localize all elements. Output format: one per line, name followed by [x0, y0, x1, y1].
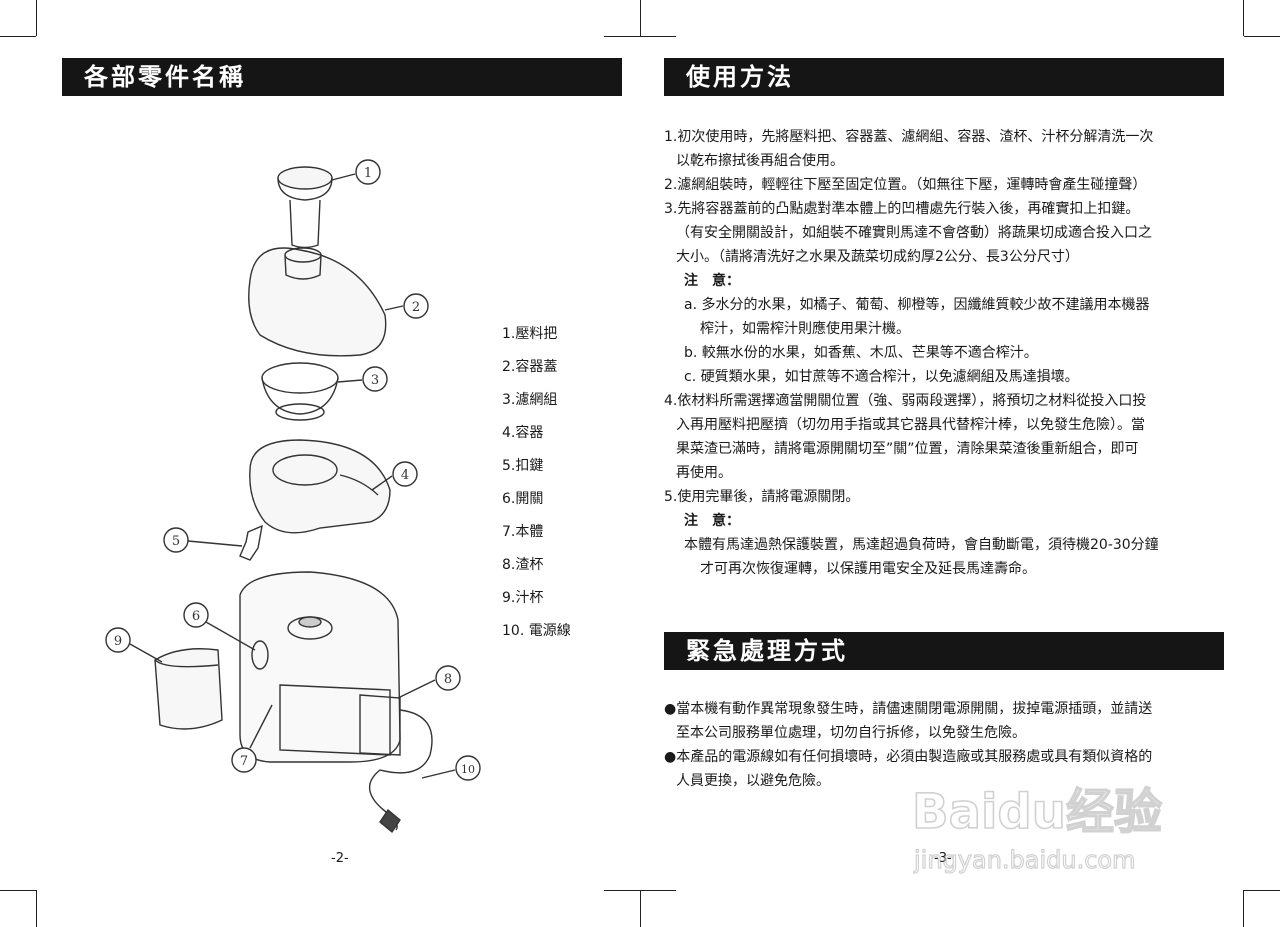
instruction-line: 2.濾網組裝時，輕輕往下壓至固定位置。（如無往下壓，運轉時會產生碰撞聲）	[664, 177, 1147, 193]
crop-mark	[640, 0, 641, 36]
callout-10: 10	[421, 755, 481, 781]
page-number: -2-	[331, 851, 349, 866]
instruction-line: 以乾布擦拭後再組合使用。	[676, 153, 844, 169]
callout-number: 10	[461, 763, 475, 776]
part-item: 10. 電源線	[502, 623, 571, 639]
crop-mark	[1244, 36, 1280, 37]
instruction-line: a. 多水分的水果，如橘子、葡萄、柳橙等，因纖維質較少故不建議用本機器	[684, 297, 1150, 313]
emergency-line: 至本公司服務單位處理，切勿自行拆修，以免發生危險。	[676, 725, 1026, 741]
callout-6: 6	[183, 602, 256, 651]
callout-number: 4	[401, 468, 409, 483]
callout-number: 7	[240, 754, 248, 769]
part-item: 7.本體	[502, 524, 544, 540]
callout-number: 3	[371, 373, 379, 388]
callout-number: 8	[444, 672, 452, 687]
crop-mark	[0, 890, 36, 891]
page-number: -3-	[934, 851, 952, 866]
part-item: 9.汁杯	[502, 590, 544, 606]
instruction-line: 果菜渣已滿時，請將電源開關切至”關”位置，清除果菜渣後重新組合，即可	[676, 441, 1139, 457]
instruction-line: （有安全開關設計，如組裝不確實則馬達不會啓動）將蔬果切成適合投入口之	[676, 225, 1152, 241]
crop-mark	[604, 890, 676, 891]
crop-mark	[604, 36, 676, 37]
part-item: 1.壓料把	[502, 326, 558, 342]
pusher-drawing	[277, 166, 333, 249]
crop-mark	[1243, 890, 1244, 927]
emergency-section-heading: 緊急處理方式	[664, 632, 1224, 670]
part-item: 6.開關	[502, 491, 544, 507]
instruction-line: 本體有馬達過熱保護裝置，馬達超過負荷時，會自動斷電，須待機20-30分鐘	[684, 537, 1159, 553]
crop-mark	[640, 890, 641, 927]
instruction-line: 1.初次使用時，先將壓料把、容器蓋、濾網組、容器、渣杯、汁杯分解清洗一次	[664, 129, 1154, 145]
latch-drawing	[239, 524, 263, 561]
callout-4: 4	[371, 461, 418, 491]
usage-section-heading: 使用方法	[664, 58, 1224, 96]
instruction-line: 4.依材料所需選擇適當開關位置（強、弱兩段選擇），將預切之材料從投入口投	[664, 393, 1147, 409]
part-item: 4.容器	[502, 425, 544, 441]
part-item: 5.扣鍵	[502, 458, 544, 474]
instruction-line: c. 硬質類水果，如甘蔗等不適合榨汁，以免濾網組及馬達損壞。	[684, 369, 1079, 385]
juice-cup-drawing	[154, 648, 223, 730]
emergency-line: ●當本機有動作異常現象發生時，請儘速關閉電源開關，拔掉電源插頭，並請送	[664, 701, 1153, 717]
baidu-watermark: Baidu经验 jingyan.baidu.com	[911, 783, 1163, 874]
part-item: 8.渣杯	[502, 557, 544, 573]
crop-mark	[1244, 890, 1280, 891]
note-label: 注 意：	[684, 513, 740, 529]
callout-3: 3	[337, 366, 388, 392]
body-drawing	[239, 571, 401, 763]
part-item: 2.容器蓋	[502, 359, 558, 375]
emergency-line: 人員更換，以避免危險。	[676, 773, 830, 789]
instruction-line: 5.使用完畢後，請將電源關閉。	[664, 489, 860, 505]
crop-mark	[1243, 0, 1244, 36]
callout-number: 9	[114, 634, 122, 649]
left-section-heading: 各部零件名稱	[62, 58, 622, 96]
container-drawing	[249, 439, 391, 534]
callout-5: 5	[163, 527, 243, 553]
power-cord-drawing	[368, 709, 433, 834]
emergency-line: ●本產品的電源線如有任何損壞時，必須由製造廠或其服務處或具有類似資格的	[664, 749, 1153, 765]
crop-mark	[0, 36, 36, 37]
instruction-line: b. 較無水份的水果，如香蕉、木瓜、芒果等不適合榨汁。	[684, 345, 1038, 361]
callout-number: 5	[172, 534, 180, 549]
lid-drawing	[248, 247, 387, 357]
parts-legend: 1.壓料把 2.容器蓋 3.濾網組 4.容器 5.扣鍵 6.開關 7.本體 8.…	[502, 318, 571, 648]
watermark-url: jingyan.baidu.com	[913, 846, 1135, 874]
callout-7: 7	[231, 704, 273, 773]
crop-mark	[36, 0, 37, 36]
instruction-line: 3.先將容器蓋前的凸點處對準本體上的凹槽處先行裝入後，再確實扣上扣鍵。	[664, 201, 1140, 217]
instruction-line: 才可再次恢復運轉，以保護用電安全及延長馬達壽命。	[700, 561, 1036, 577]
crop-mark	[36, 890, 37, 927]
filter-drawing	[261, 362, 339, 421]
callout-2: 2	[384, 293, 429, 319]
parts-diagram: 1 2 3 4 5 6 7 8 9 10	[105, 159, 481, 834]
pulp-cup-drawing	[359, 694, 401, 756]
part-item: 3.濾網組	[502, 392, 558, 408]
callout-8: 8	[397, 665, 461, 699]
instruction-line: 再使用。	[676, 465, 732, 481]
instruction-line: 入再用壓料把壓擠（切勿用手指或其它器具代替榨汁棒，以免發生危險）。當	[676, 417, 1145, 433]
callout-number: 6	[192, 609, 200, 624]
instruction-line: 榨汁，如需榨汁則應使用果汁機。	[700, 321, 910, 337]
note-label: 注 意：	[684, 273, 740, 289]
watermark-brand: Baidu经验	[912, 784, 1162, 840]
callout-number: 1	[364, 166, 372, 181]
callout-number: 2	[412, 300, 420, 315]
callout-9: 9	[105, 627, 163, 663]
instruction-line: 大小。（請將清洗好之水果及蔬菜切成約厚2公分、長3公分尺寸）	[676, 249, 1079, 265]
callout-1: 1	[331, 159, 381, 185]
